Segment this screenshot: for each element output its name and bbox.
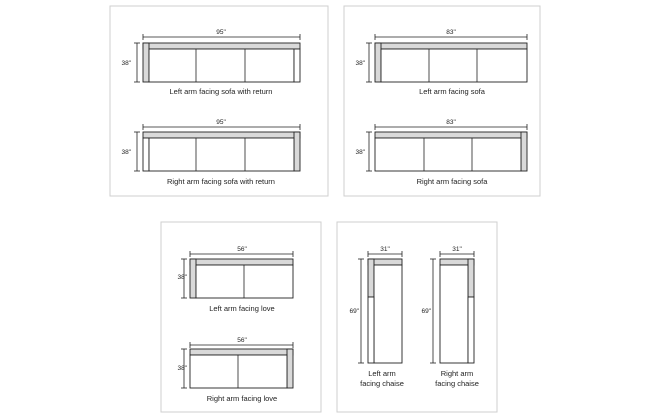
width-label: 56" [237, 337, 247, 344]
caption: Right arm facing love [207, 394, 277, 403]
love-right: 56" 38" Right arm facing love [177, 337, 294, 403]
caption: Left arm facing sofa [419, 87, 486, 96]
width-label: 31" [452, 246, 462, 253]
height-label: 38" [355, 60, 365, 67]
caption-line1: Left arm [368, 369, 396, 378]
height-label: 38" [121, 149, 131, 156]
height-label: 38" [177, 365, 187, 372]
height-label: 69" [349, 308, 359, 315]
height-label: 69" [421, 308, 431, 315]
caption: Left arm facing sofa with return [170, 87, 273, 96]
sofa-left: 83" 38" Left arm facing sofa [355, 29, 528, 96]
chaise-left: 31" 69" Left arm facing chaise [349, 246, 403, 388]
sofa-with-return-right: 95" 38" Right arm facing sofa with retur… [121, 119, 301, 186]
sofa-with-return-left: 95" 38" Left arm facing sofa with return [121, 29, 301, 96]
caption: Right arm facing sofa [417, 177, 489, 186]
height-label: 38" [121, 60, 131, 67]
height-label: 38" [177, 274, 187, 281]
caption: Left arm facing love [209, 304, 274, 313]
width-label: 95" [216, 29, 226, 36]
love-left: 56" 38" Left arm facing love [177, 246, 294, 313]
caption-line1: Right arm [441, 369, 474, 378]
sofa-right: 83" 38" Right arm facing sofa [355, 119, 528, 186]
caption: Right arm facing sofa with return [167, 177, 275, 186]
caption-line2: facing chaise [435, 379, 479, 388]
width-label: 31" [380, 246, 390, 253]
chaise-right: 31" 69" Right arm facing chaise [421, 246, 478, 388]
caption-line2: facing chaise [360, 379, 404, 388]
width-label: 83" [446, 119, 456, 126]
height-label: 38" [355, 149, 365, 156]
width-label: 56" [237, 246, 247, 253]
width-label: 95" [216, 119, 226, 126]
width-label: 83" [446, 29, 456, 36]
